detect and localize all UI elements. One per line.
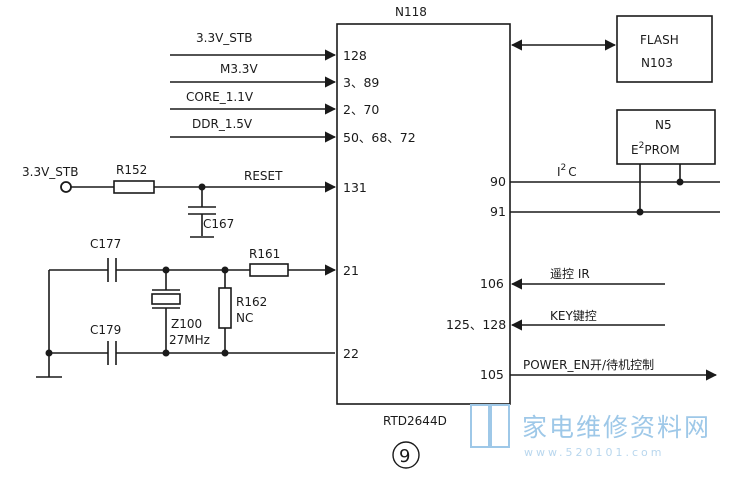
watermark-url: www.520101.com — [524, 446, 664, 459]
eeprom-label: E2PROM — [631, 141, 680, 157]
reset-net-label: RESET — [244, 169, 283, 183]
watermark: 家电维修资料网 www.520101.com — [470, 404, 711, 459]
resistor-r162 — [218, 287, 232, 329]
figure-number-circle — [392, 441, 420, 469]
flash-ref-label: N103 — [641, 56, 673, 70]
pin-105: 105 — [480, 367, 504, 382]
resistor-r152 — [113, 180, 155, 194]
figure-number: 9 — [399, 446, 410, 467]
ir-label: 遥控 IR — [550, 267, 590, 281]
resistor-r161 — [249, 263, 289, 277]
eeprom-n5-box — [616, 109, 716, 165]
r162-nc-label: NC — [236, 311, 253, 325]
c167-label: C167 — [203, 217, 234, 231]
supply-inputs: 3.3V_STB 128 M3.3V 3、89 CORE_1.1V 2、70 D… — [170, 31, 416, 145]
pin-3-89: 3、89 — [343, 75, 379, 90]
pin-22: 22 — [343, 346, 359, 361]
terminal-circle — [60, 181, 72, 193]
input-label-core: CORE_1.1V — [186, 90, 254, 104]
reset-circuit: 3.3V_STB R152 RESET 131 C167 — [22, 163, 367, 238]
pin-50-68-72: 50、68、72 — [343, 130, 416, 145]
crystal-circuit: C177 R161 21 Z100 27MHz R162 NC C179 22 — [36, 237, 359, 378]
c177-label: C177 — [90, 237, 121, 251]
pin-90: 90 — [490, 174, 506, 189]
watermark-book-icon — [470, 404, 490, 448]
pin-125-128: 125、128 — [446, 317, 506, 332]
key-label: KEY键控 — [550, 309, 597, 323]
watermark-text: 家电维修资料网 — [522, 413, 711, 442]
input-label-m3v3: M3.3V — [220, 62, 258, 76]
power-en-label: POWER_EN开/待机控制 — [523, 358, 654, 372]
input-label-3v3-stb: 3.3V_STB — [196, 31, 252, 45]
pin-2-70: 2、70 — [343, 102, 379, 117]
r162-label: R162 — [236, 295, 267, 309]
flash-n103-box — [616, 15, 713, 83]
pin-106: 106 — [480, 276, 504, 291]
chip-n118-body — [336, 23, 511, 405]
pin-91: 91 — [490, 204, 506, 219]
z100-label: Z100 — [171, 317, 202, 331]
z100-freq-label: 27MHz — [169, 333, 210, 347]
pin-131: 131 — [343, 180, 367, 195]
flash-label: FLASH — [640, 33, 679, 47]
eeprom-ref-label: N5 — [655, 118, 672, 132]
r152-label: R152 — [116, 163, 147, 177]
c179-label: C179 — [90, 323, 121, 337]
pin-21: 21 — [343, 263, 359, 278]
input-label-ddr: DDR_1.5V — [192, 117, 253, 131]
chip-part-label: RTD2644D — [383, 414, 447, 428]
reset-source-label: 3.3V_STB — [22, 165, 78, 179]
r161-label: R161 — [249, 247, 280, 261]
crystal-z100 — [151, 293, 181, 305]
chip-ref-label: N118 — [395, 5, 427, 19]
pin-128: 128 — [343, 48, 367, 63]
